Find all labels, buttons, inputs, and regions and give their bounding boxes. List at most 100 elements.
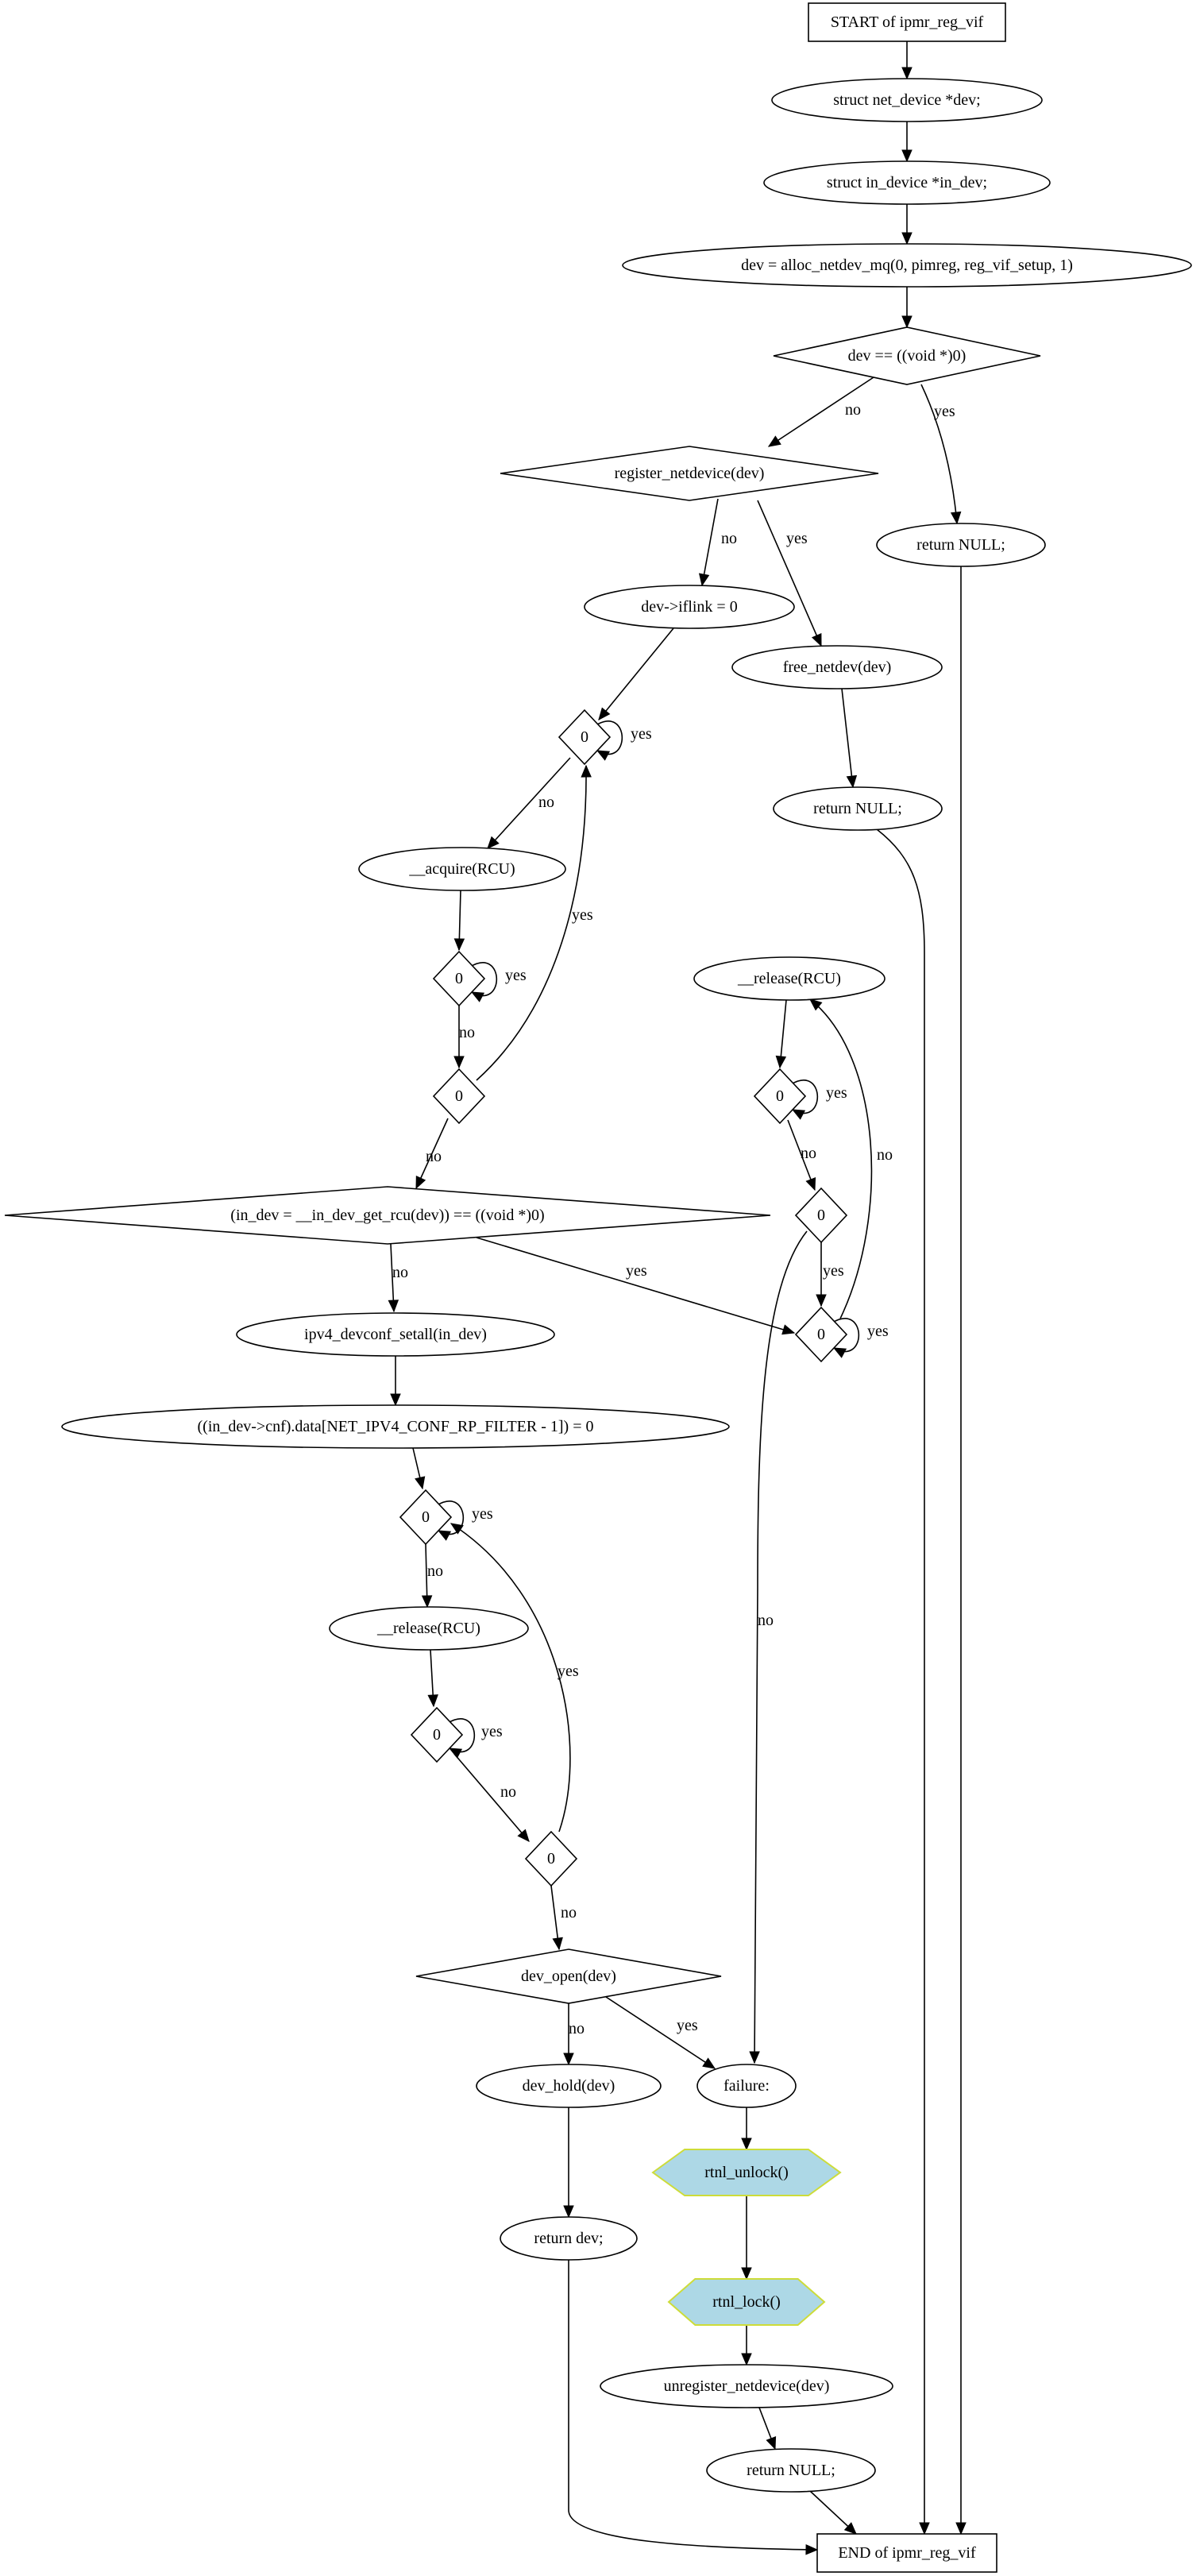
arrowhead <box>805 2544 819 2555</box>
edge-indev-zr3 <box>476 1237 796 1335</box>
edge-zero4-release2 <box>421 1543 433 1609</box>
node-label: return NULL; <box>813 800 902 817</box>
node-r-null1: return NULL; <box>876 523 1046 567</box>
arrowhead <box>390 1393 401 1407</box>
node-box <box>816 2533 997 2573</box>
node-hexagon <box>667 2278 826 2326</box>
edge-line <box>787 1119 816 1191</box>
edge-zr2-failure <box>749 1230 808 2064</box>
edge-label-no: no <box>538 794 554 811</box>
node-label: return NULL; <box>916 536 1005 554</box>
arrowhead <box>598 707 611 720</box>
node-n-free: free_netdev(dev) <box>731 645 943 689</box>
node-label: unregister_netdevice(dev) <box>664 2377 830 2395</box>
node-diamond <box>753 1068 807 1125</box>
node-label: register_netdevice(dev) <box>615 465 765 482</box>
edge-unlock-lock <box>741 2196 752 2281</box>
node-label: ipv4_devconf_setall(in_dev) <box>304 1326 487 1343</box>
node-diamond <box>794 1187 848 1244</box>
arrowhead <box>919 2522 930 2535</box>
edge-zr3-releaser <box>809 998 873 1319</box>
node-n-failure: failure: <box>696 2064 797 2108</box>
edge-return1-end <box>955 566 967 2535</box>
node-n-rpfilter: ((in_dev->cnf).data[NET_IPV4_CONF_RP_FIL… <box>61 1404 730 1449</box>
edge-line <box>876 828 925 2534</box>
edge-returndev-end <box>568 2260 819 2555</box>
arrowhead <box>388 1300 399 1313</box>
node-n-indev-decl: struct in_device *in_dev; <box>763 160 1051 205</box>
edge-dev-indev <box>901 122 913 163</box>
node-diamond <box>410 1706 464 1763</box>
node-label: return NULL; <box>747 2462 835 2479</box>
edge-label-no: no <box>569 2020 585 2037</box>
edge-line <box>453 1753 530 1842</box>
edge-line <box>768 377 874 447</box>
edge-line <box>450 1523 571 1833</box>
edge-zero6-zero4 <box>450 1523 571 1833</box>
edge-label-yes: yes <box>481 1723 503 1740</box>
edge-line <box>841 688 854 788</box>
node-ellipse <box>600 2364 893 2408</box>
edge-zero2-self <box>469 962 498 1002</box>
arrowhead <box>453 1056 465 1069</box>
edge-label-no: no <box>801 1145 816 1162</box>
arrowhead <box>811 633 822 647</box>
arrowhead <box>950 511 962 525</box>
node-ellipse <box>696 2064 797 2108</box>
edge-label-yes: yes <box>505 967 527 984</box>
edge-start-dev <box>901 41 913 80</box>
node-d-register: register_netdevice(dev) <box>500 446 879 501</box>
node-ellipse <box>236 1312 555 1357</box>
edge-line <box>487 757 571 849</box>
node-label: rtnl_unlock() <box>704 2164 789 2181</box>
node-r-null3: return NULL; <box>706 2448 876 2493</box>
arrowhead <box>470 991 485 1002</box>
edge-free-return2 <box>841 688 858 789</box>
node-d-zero-r1: 0 <box>753 1068 807 1125</box>
edge-indev-setall <box>388 1243 399 1313</box>
edge-zero3-zero1 <box>476 764 592 1081</box>
node-label: END of ipmr_reg_vif <box>838 2544 976 2562</box>
arrowhead <box>901 232 913 245</box>
node-diamond <box>773 326 1041 385</box>
node-label: 0 <box>547 1850 555 1867</box>
arrowhead <box>846 774 858 789</box>
edge-line <box>568 2260 818 2551</box>
node-label: __release(RCU) <box>737 970 841 987</box>
edge-label-yes: yes <box>786 530 808 547</box>
arrowhead <box>901 315 913 329</box>
edge-label-no: no <box>426 1148 442 1165</box>
node-label: struct in_device *in_dev; <box>827 174 987 191</box>
arrowhead <box>421 1595 433 1609</box>
edge-line <box>476 765 587 1081</box>
node-d-zero6: 0 <box>524 1830 578 1887</box>
edge-null-register <box>767 377 874 447</box>
edge-label-yes: yes <box>867 1323 889 1340</box>
edge-setall-rp <box>390 1356 401 1407</box>
arrowhead <box>791 1109 806 1120</box>
edge-zero6-open <box>550 1885 563 1951</box>
node-d-zero3: 0 <box>432 1068 486 1125</box>
node-ellipse <box>500 2216 638 2261</box>
node-ellipse <box>876 523 1046 567</box>
arrowhead <box>775 1055 787 1069</box>
node-start: START of ipmr_reg_vif <box>808 2 1006 42</box>
arrowhead <box>955 2522 967 2535</box>
edge-open-failure <box>603 1995 716 2069</box>
node-ellipse <box>731 645 943 689</box>
edge-zero3-indev <box>415 1118 449 1190</box>
edge-label-no: no <box>392 1264 408 1281</box>
edge-label-yes: yes <box>934 403 955 420</box>
edge-zr1-zr2 <box>787 1119 816 1191</box>
edge-label-yes: yes <box>823 1262 844 1280</box>
edge-open-hold <box>563 2003 574 2066</box>
node-label: rtnl_lock() <box>712 2293 781 2311</box>
edges-layer <box>388 41 967 2555</box>
edge-label-yes: yes <box>472 1505 493 1523</box>
node-label: struct net_device *dev; <box>833 91 981 109</box>
node-label: 0 <box>817 1326 825 1343</box>
node-n-alloc: dev = alloc_netdev_mq(0, pimreg, reg_vif… <box>622 243 1192 288</box>
